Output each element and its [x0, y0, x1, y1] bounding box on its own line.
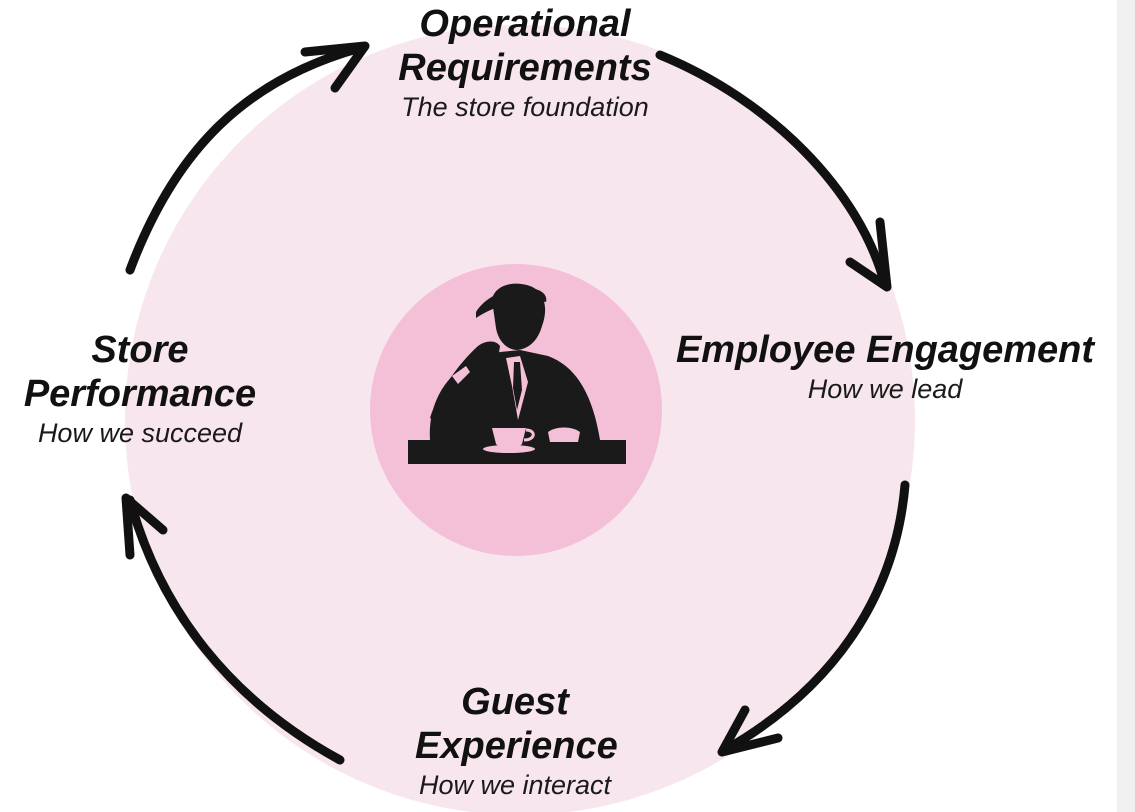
stage-title: Guest Experience	[415, 681, 618, 767]
stage-guest-experience: Guest Experience How we interact	[375, 680, 655, 802]
arrowhead-left-bottom-icon	[121, 493, 168, 560]
stage-title: Employee Engagement	[675, 329, 1095, 371]
stage-operational-requirements: Operational Requirements The store found…	[340, 2, 710, 124]
arrowhead-top-left-icon	[300, 41, 370, 93]
arrow-performance-to-requirements	[125, 43, 365, 275]
stage-title: Store Performance	[23, 329, 257, 415]
arrow-engagement-to-experience	[720, 480, 910, 755]
arrowhead-right-top-icon	[845, 217, 892, 292]
stage-store-performance: Store Performance How we succeed	[10, 328, 270, 450]
cycle-arrows	[121, 41, 910, 765]
stage-subtitle: How we lead	[807, 374, 963, 404]
arrow-requirements-to-engagement	[655, 50, 890, 290]
stage-employee-engagement: Employee Engagement How we lead	[670, 328, 1100, 406]
stage-subtitle: How we succeed	[37, 418, 243, 448]
right-edge-panel	[1117, 0, 1135, 812]
stage-subtitle: How we interact	[418, 770, 612, 800]
stage-title: Operational Requirements	[398, 3, 652, 89]
arrowhead-bottom-right-icon	[717, 705, 783, 757]
stage-subtitle: The store foundation	[401, 92, 649, 122]
arrow-experience-to-performance	[125, 495, 345, 765]
seated-man-logo-icon	[408, 283, 626, 464]
